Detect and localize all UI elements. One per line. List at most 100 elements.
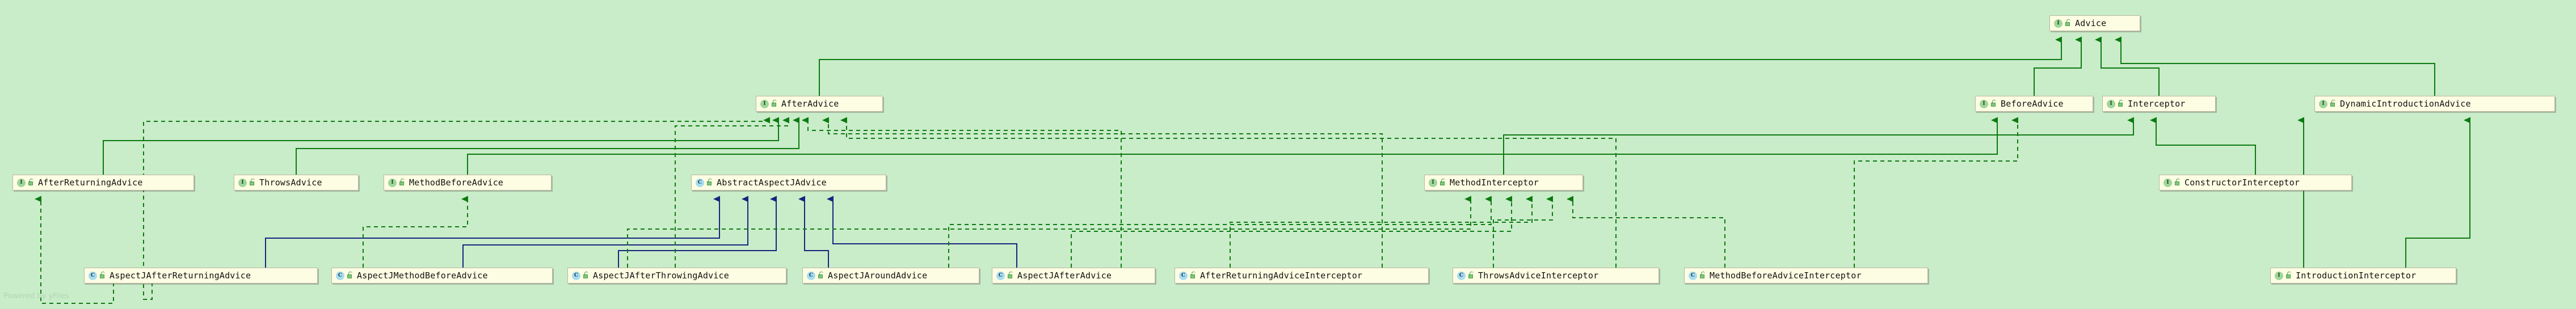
class-type-icon: C [572,271,580,280]
class-type-icon: C [996,271,1005,280]
unlocked-padlock-icon [398,179,405,187]
node-label: AspectJMethodBeforeAdvice [357,270,488,281]
unlocked-padlock-icon [1467,272,1474,280]
node-glyphs: C [1457,271,1474,280]
interface-type-icon: I [238,178,247,187]
class-node-constructorInterceptor[interactable]: I ConstructorInterceptor [2159,175,2352,191]
interface-type-icon: I [388,178,397,187]
unlocked-padlock-icon [706,179,713,187]
node-glyphs: I [2163,178,2181,187]
watermark: Powered by yFiles [3,292,69,300]
unlocked-padlock-icon [1189,272,1196,280]
node-label: AspectJAfterAdvice [1017,270,1112,281]
class-node-aspectJMethodBeforeAdvice[interactable]: C AspectJMethodBeforeAdvice [331,268,553,283]
node-glyphs: I [1980,99,1997,108]
node-label: AfterAdvice [781,99,839,109]
class-node-methodInterceptor[interactable]: I MethodInterceptor [1424,175,1583,191]
unlocked-padlock-icon [2117,100,2124,108]
node-label: Advice [2075,18,2107,28]
node-glyphs: C [807,271,824,280]
node-glyphs: C [336,271,353,280]
node-label: MethodBeforeAdvice [409,177,504,188]
class-node-afterReturningAdvice[interactable]: I AfterReturningAdvice [12,175,194,191]
node-label: ThrowsAdvice [259,177,322,188]
node-label: AbstractAspectJAdvice [717,177,827,188]
interface-type-icon: I [17,178,26,187]
unlocked-padlock-icon [2064,19,2071,27]
node-glyphs: I [2107,99,2124,108]
class-node-throwsAdviceInterceptor[interactable]: C ThrowsAdviceInterceptor [1453,268,1659,283]
unlocked-padlock-icon [582,272,589,280]
interface-type-icon: I [1980,99,1988,108]
class-node-beforeAdvice[interactable]: I BeforeAdvice [1975,96,2093,112]
unlocked-padlock-icon [249,179,255,187]
interface-type-icon: I [2319,99,2327,108]
class-extends-edges [265,196,1017,268]
node-label: AspectJAfterReturningAdvice [110,270,251,281]
node-label: DynamicIntroductionAdvice [2340,99,2471,109]
class-node-interceptor[interactable]: I Interceptor [2102,96,2216,112]
node-label: MethodBeforeAdviceInterceptor [1710,270,1862,281]
node-glyphs: C [1689,271,1706,280]
class-node-aspectJAfterReturningAdvice[interactable]: C AspectJAfterReturningAdvice [84,268,318,283]
interface-type-icon: I [2054,19,2063,28]
unlocked-padlock-icon [1007,272,1013,280]
class-type-icon: C [1689,271,1697,280]
class-type-icon: C [1457,271,1466,280]
class-node-introductionInterceptor[interactable]: I IntroductionInterceptor [2270,268,2456,283]
class-type-icon: C [1179,271,1188,280]
node-glyphs: C [1179,271,1196,280]
node-label: ThrowsAdviceInterceptor [1478,270,1599,281]
interface-type-icon: I [1429,178,1437,187]
class-type-icon: C [807,271,815,280]
node-glyphs: I [388,178,405,187]
node-label: MethodInterceptor [1450,177,1539,188]
class-node-methodBeforeAdvice[interactable]: I MethodBeforeAdvice [384,175,552,191]
interface-type-icon: I [2107,99,2115,108]
class-node-aspectJAfterAdvice[interactable]: C AspectJAfterAdvice [992,268,1155,283]
node-glyphs: I [2319,99,2336,108]
class-node-aspectJAfterThrowingAdvice[interactable]: C AspectJAfterThrowingAdvice [567,268,786,283]
class-node-abstractAspectJAdvice[interactable]: C AbstractAspectJAdvice [691,175,886,191]
node-glyphs: C [696,178,713,187]
unlocked-padlock-icon [1990,100,1997,108]
node-label: IntroductionInterceptor [2296,270,2417,281]
class-type-icon: C [336,271,344,280]
node-glyphs: I [1429,178,1446,187]
interface-extends-edges [103,36,2470,268]
unlocked-padlock-icon [346,272,353,280]
node-glyphs: I [2054,19,2071,28]
class-node-advice[interactable]: I Advice [2049,15,2140,31]
unlocked-padlock-icon [817,272,824,280]
unlocked-padlock-icon [27,179,34,187]
class-node-aspectJAroundAdvice[interactable]: C AspectJAroundAdvice [802,268,979,283]
class-type-icon: C [89,271,97,280]
node-label: AfterReturningAdvice [38,177,143,188]
node-glyphs: I [238,178,255,187]
unlocked-padlock-icon [1699,272,1706,280]
node-glyphs: C [89,271,106,280]
interface-type-icon: I [2163,178,2172,187]
unlocked-padlock-icon [2285,272,2292,280]
node-label: AspectJAroundAdvice [828,270,928,281]
node-label: AspectJAfterThrowingAdvice [593,270,729,281]
node-glyphs: C [996,271,1013,280]
class-node-dynamicIntroductionAdvice[interactable]: I DynamicIntroductionAdvice [2314,96,2555,112]
interface-type-icon: I [2275,271,2283,280]
unlocked-padlock-icon [1439,179,1446,187]
node-label: BeforeAdvice [2001,99,2064,109]
node-glyphs: I [2275,271,2292,280]
node-label: ConstructorInterceptor [2184,177,2300,188]
unlocked-padlock-icon [99,272,106,280]
unlocked-padlock-icon [2174,179,2181,187]
class-node-methodBeforeAdviceInterceptor[interactable]: C MethodBeforeAdviceInterceptor [1684,268,1928,283]
unlocked-padlock-icon [2329,100,2336,108]
class-type-icon: C [696,178,704,187]
class-node-throwsAdvice[interactable]: I ThrowsAdvice [234,175,359,191]
unlocked-padlock-icon [771,100,777,108]
node-label: Interceptor [2128,99,2186,109]
